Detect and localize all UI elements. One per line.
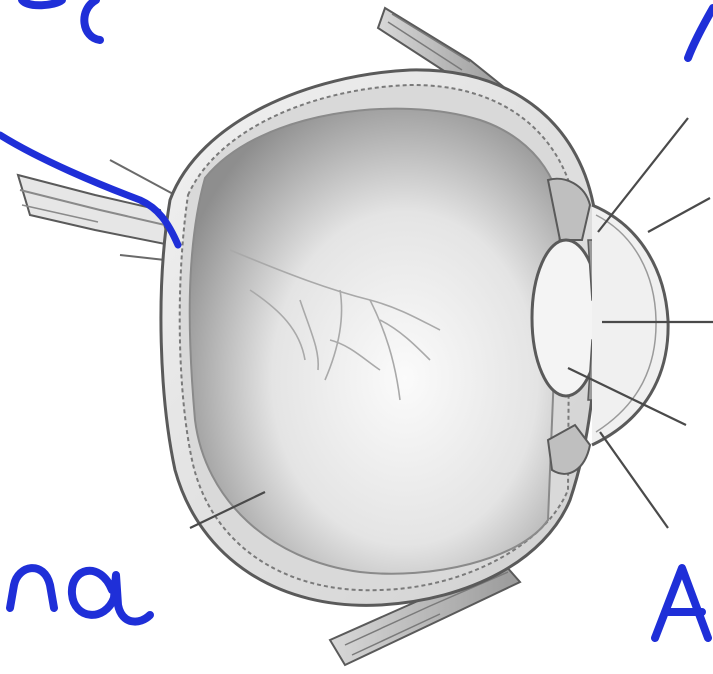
handwriting-top-right [688, 8, 713, 58]
leader-line-suspensory [600, 432, 668, 528]
handwriting-bottom-right [655, 568, 708, 638]
handwriting-bottom-left [10, 568, 150, 621]
vitreous-body [190, 109, 561, 574]
leader-line-ciliary [598, 118, 688, 232]
leader-line-cornea [648, 198, 710, 232]
handwriting-top-left [22, 0, 62, 5]
